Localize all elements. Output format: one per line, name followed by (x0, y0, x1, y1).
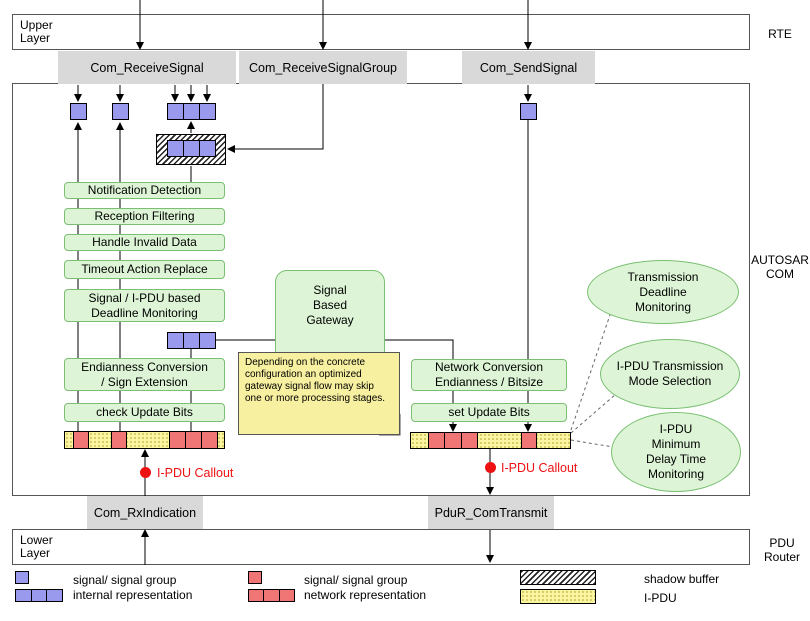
tx-callout-label: I-PDU Callout (501, 461, 578, 475)
shadow-buffer-group (167, 140, 216, 157)
pdu-router-label: PDU Router (763, 536, 801, 564)
legend-internal-text-2: internal representation (73, 588, 193, 602)
legend-shadow-buffer-text: shadow buffer (644, 572, 720, 586)
lower-layer-label: Lower Layer (20, 533, 53, 560)
lower-layer-band (12, 529, 750, 565)
rx-step-check-update-bits: check Update Bits (64, 403, 225, 422)
legend-network-text-2: network representation (304, 588, 427, 602)
rx-ipdu-network-signal-1 (73, 431, 89, 449)
rx-signal-1 (70, 103, 87, 120)
upper-layer-band (12, 14, 750, 50)
gateway-note: Depending on the concrete configuration … (238, 352, 400, 435)
tx-ipdu (410, 432, 571, 449)
tx-step-network-conversion: Network Conversion Endianness / Bitsize (411, 359, 567, 391)
rx-signal-2 (112, 103, 129, 120)
ipdu-transmission-mode-selection: I-PDU Transmission Mode Selection (600, 339, 740, 409)
legend-ipdu-swatch (520, 589, 596, 604)
tx-ipdu-network-signal (521, 432, 537, 449)
tx-signal (520, 103, 537, 120)
autosar-com-label: AUTOSAR COM (751, 253, 809, 281)
pdur-comtransmit-api: PduR_ComTransmit (428, 496, 554, 529)
com-rxindication-api: Com_RxIndication (87, 496, 203, 529)
com-receivesignalgroup-api: Com_ReceiveSignalGroup (239, 51, 407, 84)
rx-signal-group (167, 103, 216, 120)
rx-ipdu (64, 431, 225, 449)
tx-ipdu-network-signal-group (428, 432, 478, 449)
rx-step-handle-invalid-data: Handle Invalid Data (64, 234, 225, 251)
com-receivesignal-api: Com_ReceiveSignal (58, 51, 236, 84)
legend-internal-text-1: signal/ signal group (73, 573, 177, 587)
rx-callout-label: I-PDU Callout (157, 466, 234, 480)
rx-step-timeout-action-replace: Timeout Action Replace (64, 260, 225, 279)
com-sendsignal-api: Com_SendSignal (462, 51, 595, 84)
rx-step-reception-filtering: Reception Filtering (64, 208, 225, 225)
rx-ipdu-network-signal-group (169, 431, 218, 449)
legend-internal-group-swatch (15, 589, 63, 602)
gateway-signal-group (167, 332, 216, 349)
legend-network-text-1: signal/ signal group (304, 573, 408, 587)
legend-network-signal-swatch (248, 571, 262, 584)
legend-ipdu-text: I-PDU (644, 591, 677, 605)
legend-shadow-buffer-swatch (520, 570, 596, 585)
ipdu-minimum-delay-time-monitoring: I-PDU Minimum Delay Time Monitoring (611, 412, 741, 492)
rx-callout-dot (140, 467, 151, 478)
rx-step-notification-detection: Notification Detection (64, 182, 225, 199)
transmission-deadline-monitoring: Transmission Deadline Monitoring (587, 260, 739, 324)
rx-step-endianness-conversion: Endianness Conversion / Sign Extension (64, 358, 225, 391)
rte-label: RTE (768, 27, 792, 41)
rx-step-deadline-monitoring: Signal / I-PDU based Deadline Monitoring (64, 289, 225, 322)
legend-network-group-swatch (248, 589, 295, 602)
tx-step-set-update-bits: set Update Bits (411, 403, 567, 422)
upper-layer-label: Upper Layer (20, 18, 53, 45)
rx-ipdu-network-signal-2 (111, 431, 127, 449)
tx-callout-dot (485, 462, 496, 473)
legend-internal-signal-swatch (15, 571, 29, 584)
